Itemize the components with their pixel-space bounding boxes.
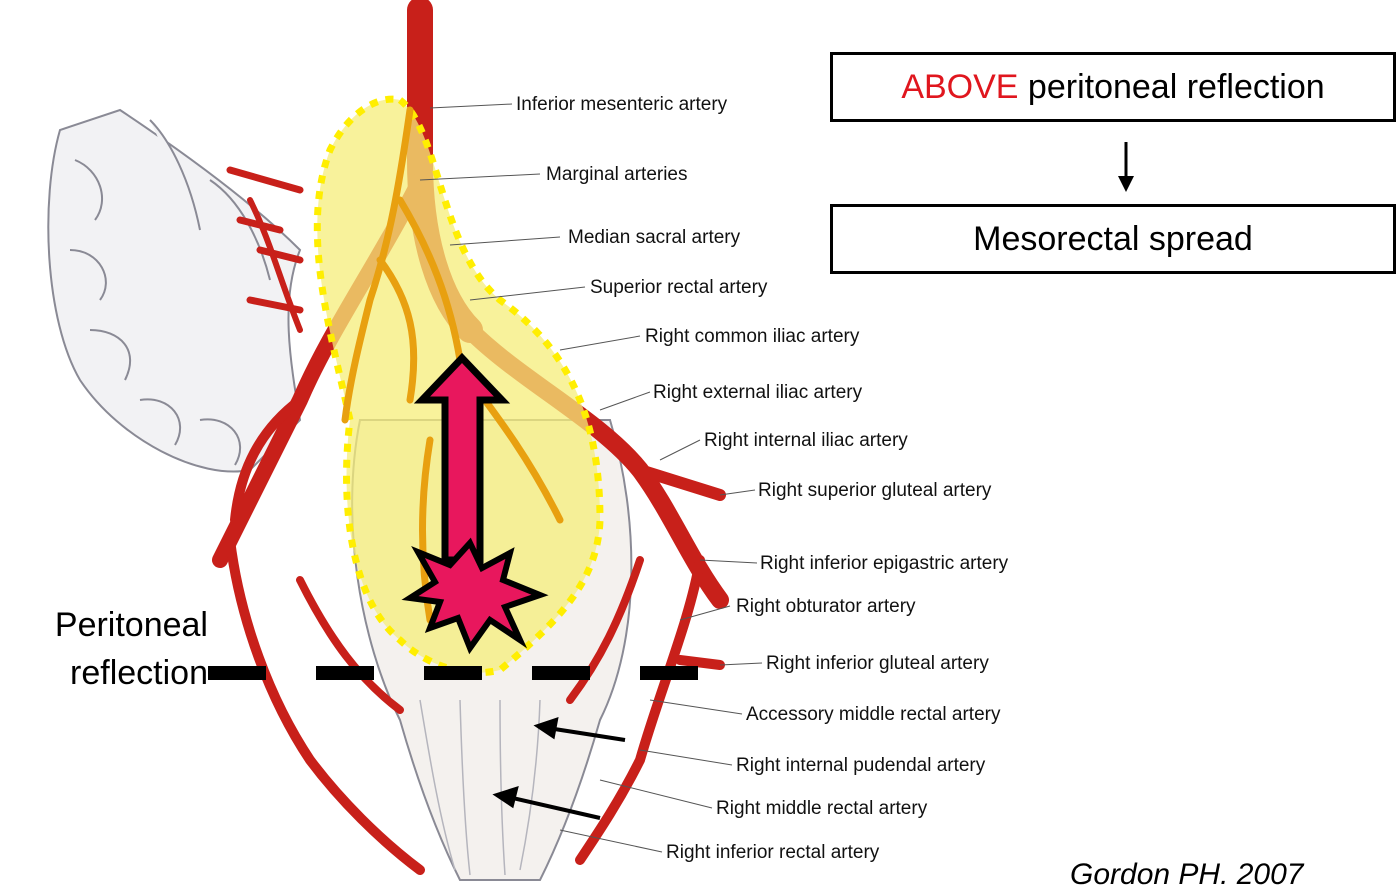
label-right-common-iliac-artery: Right common iliac artery (645, 326, 859, 348)
peritoneal-label-line1: Peritoneal (0, 602, 208, 650)
sigmoid-colon (48, 110, 300, 472)
label-right-middle-rectal-artery: Right middle rectal artery (716, 798, 927, 820)
label-median-sacral-artery: Median sacral artery (568, 227, 740, 249)
label-right-superior-gluteal-artery: Right superior gluteal artery (758, 480, 991, 502)
label-accessory-middle-rectal-artery: Accessory middle rectal artery (746, 704, 1000, 726)
citation: Gordon PH. 2007 (1070, 858, 1303, 892)
label-inferior-mesenteric-artery: Inferior mesenteric artery (516, 94, 727, 116)
label-right-internal-iliac-artery: Right internal iliac artery (704, 430, 908, 452)
mesorectal-spread-text: Mesorectal spread (973, 220, 1253, 259)
label-right-obturator-artery: Right obturator artery (736, 596, 916, 618)
peritoneal-reflection-label: Peritoneal reflection (0, 602, 208, 697)
label-right-inferior-epigastric-artery: Right inferior epigastric artery (760, 553, 1008, 575)
peritoneal-label-line2: reflection (0, 650, 208, 698)
mesorectal-spread-box: Mesorectal spread (830, 204, 1396, 274)
label-right-internal-pudendal-artery: Right internal pudendal artery (736, 755, 985, 777)
box-top-text: peritoneal reflection (1018, 68, 1324, 107)
label-right-inferior-rectal-artery: Right inferior rectal artery (666, 842, 879, 864)
label-marginal-arteries: Marginal arteries (546, 164, 688, 186)
down-arrow-icon (1114, 142, 1138, 194)
above-peritoneal-reflection-box: ABOVE peritoneal reflection (830, 52, 1396, 122)
label-superior-rectal-artery: Superior rectal artery (590, 277, 767, 299)
label-right-inferior-gluteal-artery: Right inferior gluteal artery (766, 653, 989, 675)
label-right-external-iliac-artery: Right external iliac artery (653, 382, 862, 404)
above-highlight-text: ABOVE (901, 68, 1018, 107)
